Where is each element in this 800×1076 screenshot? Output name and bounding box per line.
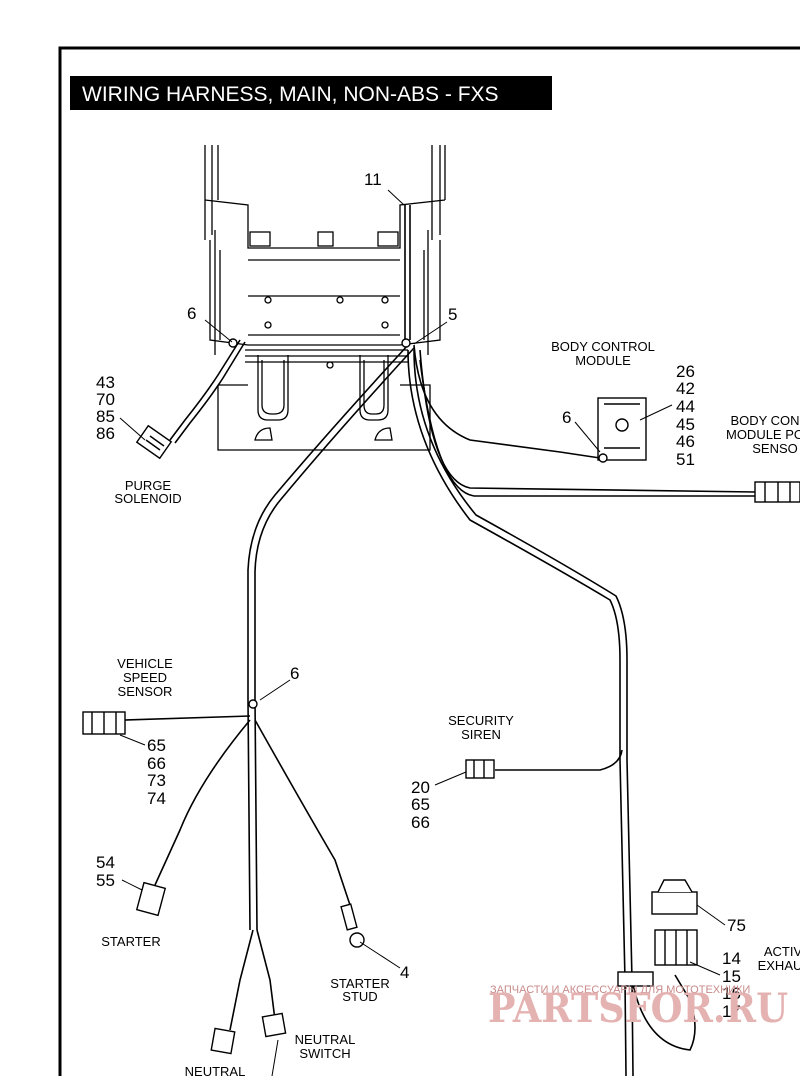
- exhaust-cap-ref: 75: [727, 916, 746, 935]
- active-exhaust-cap: [651, 879, 698, 915]
- title-banner: WIRING HARNESS, MAIN, NON-ABS - FXS: [70, 76, 552, 110]
- bcm-power-label-1: BODY CON: [730, 413, 799, 428]
- siren-ref-3: 66: [411, 813, 430, 832]
- exhaust-ref-3: 16: [722, 984, 741, 1003]
- purge-label-1: PURGE: [125, 478, 172, 493]
- vss-ref-3: 73: [147, 771, 166, 790]
- siren-ref-1: 20: [411, 778, 430, 797]
- bcm-ref-5: 46: [676, 432, 695, 451]
- bcm-ref-2: 42: [676, 379, 695, 398]
- starter-label: STARTER: [101, 934, 160, 949]
- siren-label-2: SIREN: [461, 727, 501, 742]
- leader-lines: [119, 189, 726, 1076]
- vss-label-3: SENSOR: [118, 684, 173, 699]
- bcm-power-label-2: MODULE PO: [726, 427, 800, 442]
- frame-bracket: [204, 145, 446, 451]
- starter-stud-ring: [340, 903, 365, 948]
- neutral-label: NEUTRAL: [185, 1064, 246, 1076]
- bcm-connector: [597, 397, 647, 463]
- exhaust-ref-1: 14: [722, 949, 741, 968]
- purge-ref-3: 85: [96, 407, 115, 426]
- starter-ref-2: 55: [96, 871, 115, 890]
- component-labels: BODY CONTROL MODULE BODY CON MODULE PO S…: [101, 339, 800, 1076]
- ref-5: 5: [448, 305, 457, 324]
- starter-stud-label-2: STUD: [342, 989, 377, 1004]
- starter-connector: [135, 881, 167, 917]
- bcm-ref-1: 26: [676, 362, 695, 381]
- bcm-label-1: BODY CONTROL: [551, 339, 655, 354]
- bcm-label-2: MODULE: [575, 353, 631, 368]
- reference-numbers: 11 6 5 6 43 70 85 86 26 42 44 45 46 51 6…: [96, 170, 746, 1021]
- security-siren-connector: [465, 759, 495, 779]
- ref-6-left: 6: [187, 304, 196, 323]
- bcm-ref-6: 51: [676, 450, 695, 469]
- bcm-ref-6-ground: 6: [562, 408, 571, 427]
- starter-ref-1: 54: [96, 853, 115, 872]
- bcm-power-label-3: SENSO: [752, 441, 798, 456]
- vehicle-speed-sensor-connector: [82, 711, 126, 735]
- bcm-ref-4: 45: [676, 415, 695, 434]
- purge-ref-2: 70: [96, 390, 115, 409]
- watermark-small-text: ЗАПЧАСТИ И АКСЕССУАРЫ ДЛЯ МОТОТЕХНИКИ: [490, 984, 750, 996]
- diagram-title: WIRING HARNESS, MAIN, NON-ABS - FXS: [82, 83, 499, 106]
- ref-6-mid: 6: [290, 664, 299, 683]
- watermark: ЗАПЧАСТИ И АКСЕССУАРЫ ДЛЯ МОТОТЕХНИКИ PA…: [488, 984, 788, 1032]
- vss-ref-1: 65: [147, 736, 166, 755]
- neutral-switch-label-1: NEUTRAL: [295, 1032, 356, 1047]
- vss-label-1: VEHICLE: [117, 656, 173, 671]
- purge-label-2: SOLENOID: [114, 491, 181, 506]
- active-exhaust-label-2: EXHAU: [758, 958, 800, 973]
- ref-11: 11: [364, 170, 382, 189]
- siren-ref-2: 65: [411, 795, 430, 814]
- clip-junctions: [228, 338, 654, 987]
- starter-stud-label-1: STARTER: [330, 976, 389, 991]
- purge-ref-1: 43: [96, 373, 115, 392]
- active-exhaust-label-1: ACTIV: [764, 944, 800, 959]
- starter-stud-ref: 4: [400, 963, 409, 982]
- siren-label-1: SECURITY: [448, 713, 514, 728]
- active-exhaust-connector: [654, 929, 698, 966]
- vss-ref-4: 74: [147, 789, 166, 808]
- purge-solenoid-connector: [135, 424, 173, 460]
- exhaust-ref-2: 15: [722, 967, 741, 986]
- bcm-ref-3: 44: [676, 397, 695, 416]
- vss-label-2: SPEED: [123, 670, 167, 685]
- page-border: [58, 46, 800, 1076]
- bcm-power-sensor-connector: [754, 481, 800, 503]
- exhaust-ref-4: 17: [722, 1002, 741, 1021]
- neutral-switch-connectors: [210, 1012, 287, 1055]
- purge-ref-4: 86: [96, 424, 115, 443]
- harness-wires: [124, 205, 756, 1076]
- neutral-switch-label-2: SWITCH: [299, 1046, 350, 1061]
- connectors: [82, 338, 800, 1055]
- vss-ref-2: 66: [147, 754, 166, 773]
- watermark-logo: PARTSFOR.RU: [488, 985, 788, 1032]
